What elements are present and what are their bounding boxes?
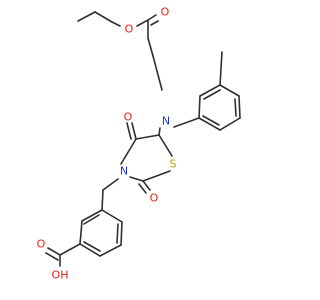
molecule-structure: O O N O S N O O OH: [37, 6, 241, 282]
bond-c4-o-1: [131, 122, 137, 140]
bond-cooh-o-2: [45, 252, 59, 261]
bond-benz-4: [99, 244, 122, 257]
atom-s-ring: S: [170, 158, 177, 171]
bond-tolyl-1: [198, 95, 201, 119]
bond-ch2-aryl: [101, 189, 104, 211]
bond-c2-n3: [129, 176, 144, 182]
bond-c2-o-1: [142, 180, 151, 191]
bond-ethyl-2: [94, 11, 113, 23]
bond-c5-c4: [135, 134, 160, 140]
bond-ester-co-1: [147, 14, 157, 21]
bond-tolyl-6: [198, 117, 221, 131]
atom-o-ring-top: O: [124, 111, 133, 124]
bond-benz-6: [101, 209, 123, 223]
atom-o-ester-carbonyl: O: [161, 6, 170, 19]
bond-n3-ch2: [102, 178, 119, 191]
bond-tolyl-2: [199, 84, 221, 97]
bond-benz-2: [79, 220, 83, 245]
bond-ch2-link: [147, 37, 154, 57]
bond-n-c5: [158, 127, 161, 136]
bond-tolyl-5: [219, 117, 241, 131]
atom-oh-acid: OH: [52, 269, 69, 282]
bond-ch2-n: [152, 55, 163, 91]
bond-benz-3: [79, 243, 101, 257]
bond-ester-co-2: [150, 20, 159, 26]
bond-benz-5: [120, 221, 123, 246]
bond-cooh-o-1: [47, 247, 61, 256]
bond-benz-cooh: [59, 243, 81, 256]
bond-c4-o-2: [126, 122, 132, 140]
atom-labels: O O N O S N O O OH: [37, 6, 177, 282]
bond-tolyl-3: [219, 84, 240, 97]
bond-o-carbonyl-c: [136, 19, 149, 27]
atom-o-ester-ether: O: [125, 23, 134, 36]
bond-methyl: [219, 51, 223, 86]
bond-benz-1: [81, 209, 103, 222]
bond-s-c2: [142, 170, 171, 182]
bond-c5-s: [158, 134, 173, 157]
bond-benz-5b: [116, 223, 119, 244]
bond-tolyl-6b: [202, 115, 220, 126]
bond-c2-o-2: [138, 183, 147, 194]
bonds: [45, 11, 241, 267]
bond-tolyl-4b: [234, 98, 237, 117]
bond-tolyl-4: [238, 95, 241, 119]
bond-benz-3b: [83, 241, 101, 252]
bond-tolyl-2b: [203, 89, 221, 100]
bond-ethyl-1: [77, 11, 96, 22]
bond-n3-c4: [120, 138, 137, 165]
bond-benz-1b: [83, 214, 100, 225]
bond-ethyl-o: [111, 21, 121, 27]
atom-n-amine: N: [162, 115, 170, 128]
bond-n-aryl: [173, 117, 200, 128]
atom-n-ring: N: [120, 165, 128, 178]
atom-o-ring-bottom: O: [150, 192, 159, 205]
atom-o-acid-carbonyl: O: [37, 238, 46, 251]
